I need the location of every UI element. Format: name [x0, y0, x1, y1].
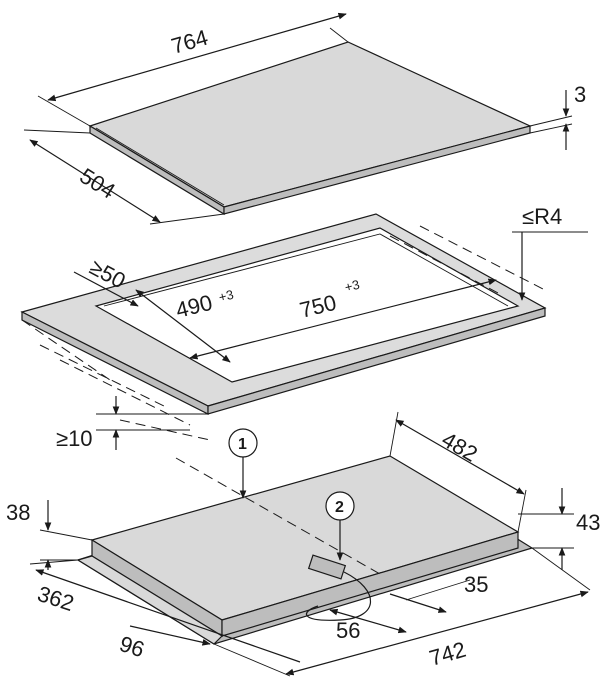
dim-line-96	[129, 625, 211, 646]
dim-3: 3	[574, 82, 586, 107]
dim-radius: ≤R4	[522, 204, 562, 229]
callout-1: 1	[238, 436, 247, 453]
dim-min-gap: ≥10	[56, 426, 93, 451]
dim-750-tol: +3	[343, 277, 361, 295]
dim-line-742	[285, 590, 589, 676]
dim-482: 482	[438, 427, 482, 467]
dim-43: 43	[576, 510, 600, 535]
callout-2: 2	[335, 499, 344, 516]
dim-742: 742	[426, 637, 468, 671]
connection-box	[307, 554, 347, 580]
dim-38: 38	[6, 500, 30, 525]
dim-35: 35	[464, 572, 488, 597]
dim-line-504	[29, 139, 161, 223]
dim-56: 56	[336, 618, 360, 643]
dim-96: 96	[116, 631, 147, 662]
dim-line-482	[395, 419, 525, 495]
worktop-cutout: ≥50 ≤R4 490 +3 750 +3 ≥10	[20, 204, 588, 451]
hob-top-view: 764 504 3	[23, 12, 586, 225]
dim-line-764	[47, 12, 347, 102]
dim-line-362	[35, 569, 301, 663]
hob-glass-surface	[88, 41, 532, 208]
dim-504: 504	[75, 163, 119, 204]
dim-line-750	[189, 278, 497, 360]
dim-line-min-edge	[73, 271, 139, 307]
dim-764: 764	[168, 25, 210, 59]
dim-362: 362	[34, 581, 77, 616]
hob-unit-view: 1 2 482 43 38 362 96 56	[6, 411, 600, 677]
